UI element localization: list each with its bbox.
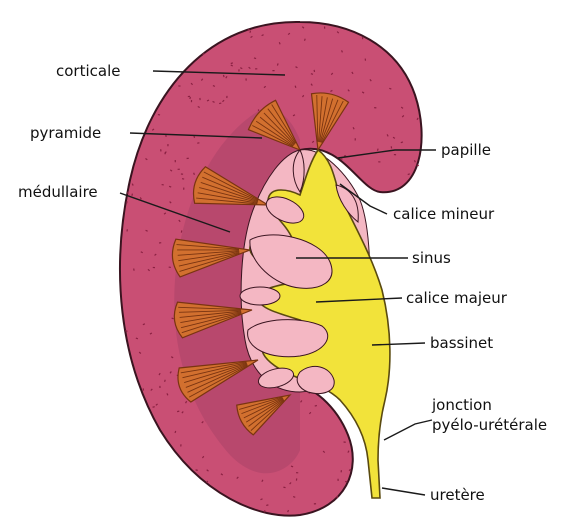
cortex-speckle xyxy=(283,487,285,488)
label-sinus: sinus xyxy=(412,249,451,267)
cortex-speckle xyxy=(231,63,233,64)
label-jonction-line2: pyélo-urétérale xyxy=(432,416,547,434)
label-bassinet: bassinet xyxy=(430,334,493,352)
cortex-speckle xyxy=(377,149,378,151)
cortex-speckle xyxy=(250,31,251,33)
label-calice-mineur: calice mineur xyxy=(393,205,495,223)
label-jonction-line1: jonction xyxy=(431,396,492,414)
cortex-speckle xyxy=(337,496,338,498)
cortex-speckle xyxy=(279,42,280,44)
cortex-speckle xyxy=(254,58,256,59)
cortex-speckle xyxy=(165,152,166,154)
cortex-speckle xyxy=(240,68,242,69)
cortex-speckle xyxy=(342,50,343,52)
cortex-speckle xyxy=(207,100,209,101)
cortex-speckle xyxy=(295,86,296,88)
label-pyramide: pyramide xyxy=(30,124,101,142)
cortex-speckle xyxy=(213,86,215,87)
cortex-speckle xyxy=(175,431,176,433)
label-uretere: uretère xyxy=(430,486,485,504)
cortex-speckle xyxy=(311,74,313,75)
cortex-speckle xyxy=(213,101,215,102)
cortex-speckle xyxy=(223,75,224,77)
cortex-speckle xyxy=(389,88,391,89)
cortex-speckle xyxy=(127,201,128,203)
cortex-speckle xyxy=(190,97,191,99)
cortex-speckle xyxy=(165,380,166,382)
cortex-speckle xyxy=(401,142,403,143)
cortex-speckle xyxy=(408,174,410,175)
label-calice-majeur: calice majeur xyxy=(406,289,508,307)
cortex-speckle xyxy=(288,510,289,512)
label-corticale: corticale xyxy=(56,62,120,80)
cortex-speckle xyxy=(266,505,268,506)
cortex-speckle xyxy=(207,481,208,483)
cortex-speckle xyxy=(293,497,295,498)
cortex-speckle xyxy=(277,63,278,65)
cortex-speckle xyxy=(194,173,195,175)
cortex-speckle xyxy=(146,230,148,231)
cortex-speckle xyxy=(291,466,293,467)
leader-uretere xyxy=(382,488,425,495)
cortex-speckle xyxy=(304,39,305,41)
cortex-speckle xyxy=(132,194,133,196)
cortex-speckle xyxy=(417,165,419,166)
label-medullaire: médullaire xyxy=(18,183,98,201)
label-papille: papille xyxy=(441,141,491,159)
cortex-speckle xyxy=(260,499,262,500)
cortex-speckle xyxy=(169,186,171,187)
cortex-speckle xyxy=(153,407,155,408)
cortex-speckle xyxy=(219,103,221,104)
leader-jonction xyxy=(384,420,432,440)
cortex-speckle xyxy=(172,318,174,319)
cortex-speckle xyxy=(125,331,127,332)
sinus-lobule xyxy=(240,287,280,305)
cortex-speckle xyxy=(315,406,317,407)
cortex-speckle xyxy=(136,338,138,339)
cortex-speckle xyxy=(143,324,145,325)
